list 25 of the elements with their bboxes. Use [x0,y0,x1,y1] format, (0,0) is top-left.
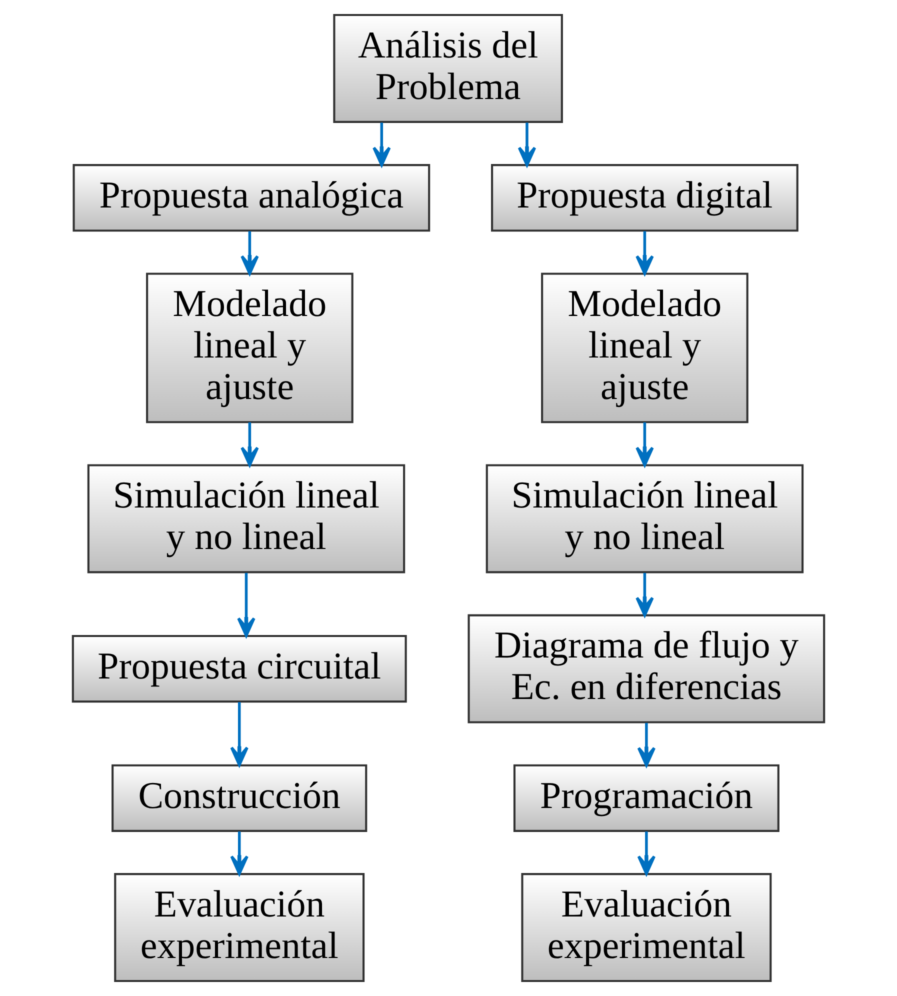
node-box: Modelado lineal y ajuste [146,272,354,424]
node-box: Simulación lineal y no lineal [87,464,406,574]
node-box: Propuesta analógica [72,164,430,232]
arrow [518,122,536,166]
node-box: Construcción [112,764,368,832]
arrow [237,572,256,637]
arrow [637,831,656,876]
arrow [636,422,654,466]
arrow [636,572,654,617]
node-box: Programación [513,764,780,832]
node-box: Diagrama de flujo y Ec. en diferencias [468,614,826,724]
node-box: Propuesta digital [491,164,798,232]
arrow [230,702,248,766]
node-box: Evaluación experimental [114,873,365,982]
node-box: Modelado lineal y ajuste [541,272,748,424]
node-box: Propuesta circuital [72,634,407,703]
node-box: Análisis del Problema [333,14,563,123]
arrow [637,722,656,767]
arrow [240,231,259,275]
arrow [240,422,259,466]
node-box: Evaluación experimental [521,873,772,982]
arrow [230,831,248,876]
node-box: Simulación lineal y no lineal [486,464,804,574]
arrow [372,122,391,166]
arrow [636,231,654,275]
